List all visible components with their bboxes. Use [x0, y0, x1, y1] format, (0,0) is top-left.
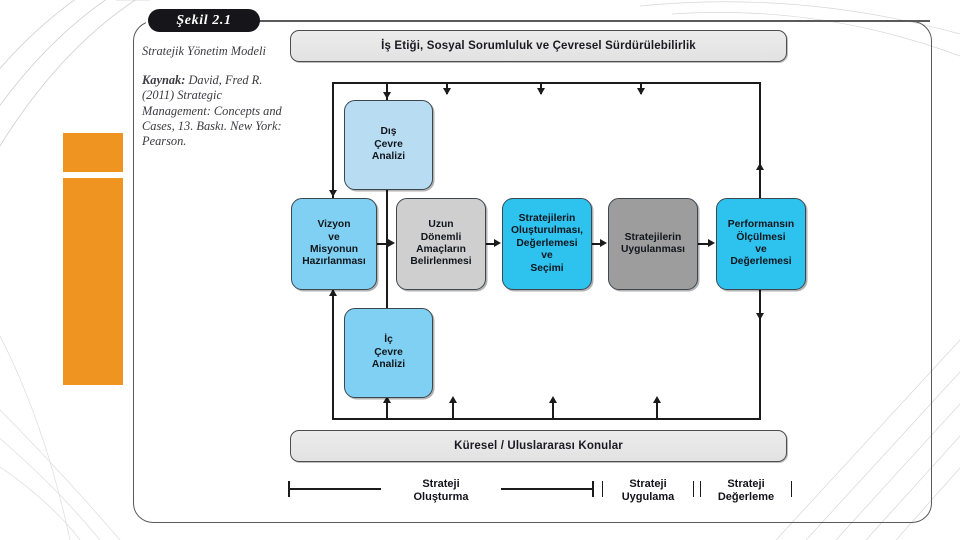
arrow-down-4: [636, 88, 645, 95]
figure-number-tab: Şekil 2.1: [148, 9, 260, 32]
bracket-label-evaluation: Strateji Değerleme: [701, 478, 791, 504]
arrow-up-right-rail: [755, 163, 764, 170]
box-vision-label: Vizyon ve Misyonun Hazırlanması: [302, 219, 366, 268]
figure-caption: Stratejik Yönetim Modeli Kaynak: David, …: [142, 44, 282, 149]
connector-bottom-rise-2: [452, 402, 454, 419]
bracket-strategy-evaluation: Strateji Değerleme: [700, 478, 792, 512]
box-internal-label: İç Çevre Analizi: [371, 334, 406, 371]
connector-chain-3: [590, 243, 601, 245]
box-strategy-implementation[interactable]: Stratejilerin Uygulanması: [608, 198, 698, 290]
banner-business-ethics: İş Etiği, Sosyal Sorumluluk ve Çevresel …: [290, 30, 787, 62]
banner-global-issues: Küresel / Uluslararası Konular: [290, 430, 787, 462]
connector-chain-2: [484, 243, 495, 245]
banner-bottom-label: Küresel / Uluslararası Konular: [454, 440, 623, 452]
arrow-right-2: [494, 238, 501, 247]
box-external-environment-analysis[interactable]: Dış Çevre Analizi: [344, 100, 433, 190]
arrow-down-3: [536, 88, 545, 95]
box-performance-measurement[interactable]: Performansın Ölçülmesi ve Değerlemesi: [716, 198, 806, 290]
box-long-term-objectives[interactable]: Uzun Dönemli Amaçların Belirlenmesi: [396, 198, 486, 290]
box-external-label: Dış Çevre Analizi: [371, 126, 406, 163]
arrow-up-4: [652, 396, 661, 403]
arrow-down-right-rail: [755, 313, 764, 320]
connector-perf-up-stub: [759, 170, 761, 200]
figure-source-text: David, Fred R. (2011) Strategic Manageme…: [142, 73, 282, 149]
banner-top-label: İş Etiği, Sosyal Sorumluluk ve Çevresel …: [381, 40, 696, 52]
bracket-cap-right: [592, 481, 594, 497]
orange-accent-bar-bottom: [63, 178, 123, 385]
connector-external-feed: [386, 82, 388, 100]
figure-number-label: Şekil 2.1: [176, 12, 232, 28]
arrow-into-vision-top: [328, 190, 337, 197]
connector-bottom-rail: [332, 418, 761, 420]
box-internal-environment-analysis[interactable]: İç Çevre Analizi: [344, 308, 433, 398]
bracket-label-implementation: Strateji Uygulama: [603, 478, 693, 504]
arrow-down-2: [442, 88, 451, 95]
figure-caption-title: Stratejik Yönetim Modeli: [142, 44, 266, 58]
arrow-right-3: [600, 238, 607, 247]
arrow-up-3: [548, 396, 557, 403]
connector-top-rail: [332, 82, 761, 84]
box-objectives-label: Uzun Dönemli Amaçların Belirlenmesi: [410, 219, 472, 268]
connector-chain-1: [375, 243, 389, 245]
arrow-right-4: [708, 238, 715, 247]
figure-tab-rule: [258, 20, 930, 22]
connector-environment-spine: [386, 188, 388, 308]
bracket-label-formulation: Strateji Oluşturma: [381, 478, 501, 504]
figure-source-label: Kaynak:: [142, 73, 186, 88]
arrow-into-vision-bottom: [328, 289, 337, 296]
box-performance-label: Performansın Ölçülmesi ve Değerlemesi: [727, 219, 795, 268]
connector-chain-4: [696, 243, 709, 245]
bracket-strategy-implementation: Strateji Uygulama: [602, 478, 694, 512]
connector-bottom-rise-4: [656, 402, 658, 419]
connector-internal-feed: [386, 396, 388, 419]
connector-perf-down-stub: [759, 288, 761, 316]
connector-bottom-rise-3: [552, 402, 554, 419]
bracket-strategy-formulation: Strateji Oluşturma: [288, 478, 594, 512]
arrow-right-1: [388, 238, 395, 247]
box-strategy-formulation-label: Stratejilerin Oluşturulması, Değerlemesi…: [510, 212, 584, 274]
box-vision-mission[interactable]: Vizyon ve Misyonun Hazırlanması: [291, 198, 377, 290]
box-strategy-formulation[interactable]: Stratejilerin Oluşturulması, Değerlemesi…: [502, 198, 592, 290]
figure-source: Kaynak: David, Fred R. (2011) Strategic …: [142, 73, 282, 149]
box-strategy-implementation-label: Stratejilerin Uygulanması: [620, 231, 686, 255]
orange-accent-bar-top: [63, 133, 123, 172]
arrow-up-2: [448, 396, 457, 403]
